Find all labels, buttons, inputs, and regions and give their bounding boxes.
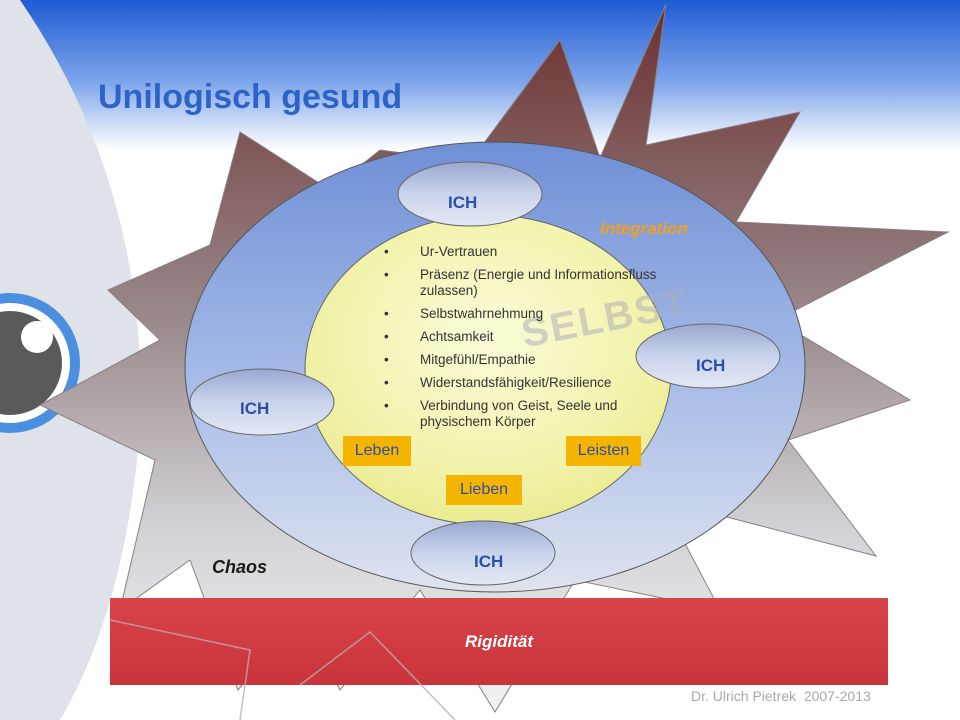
footer-credit: Dr. Ulrich Pietrek 2007-2013 [691,688,871,704]
ich-label-top: ICH [448,193,478,212]
list-item: Mitgefühl/Empathie [384,352,664,368]
ich-label-right: ICH [696,356,726,375]
chip-leisten: Leisten [566,436,641,466]
ich-bubble-top [397,161,543,227]
qualities-list: Ur-Vertrauen Präsenz (Energie und Inform… [384,244,664,437]
ich-label-left: ICH [240,399,270,418]
ich-bubble-left [189,368,335,436]
chaos-label: Chaos [212,557,268,577]
rigiditaet-label: Rigidität [465,632,533,651]
list-item: Selbstwahrnehmung [384,306,664,322]
slide-title: Unilogisch gesund [98,78,403,116]
list-item: Verbindung von Geist, Seele und physisch… [384,398,664,430]
list-item: Widerstandsfähigkeit/Resilience [384,375,664,391]
ich-bubble-bottom [410,520,556,586]
chip-leben: Leben [343,436,411,466]
footer-author: Dr. Ulrich Pietrek [691,688,797,704]
list-item: Achtsamkeit [384,329,664,345]
list-item: Präsenz (Energie und Informationsfluss z… [384,267,664,299]
header-band [0,0,960,150]
list-item: Ur-Vertrauen [384,244,664,260]
rigiditaet-band [110,598,888,685]
chip-lieben: Lieben [446,475,522,505]
integration-label: Integration [600,219,688,238]
ich-label-bottom: ICH [474,552,504,571]
footer-years: 2007-2013 [803,688,871,704]
